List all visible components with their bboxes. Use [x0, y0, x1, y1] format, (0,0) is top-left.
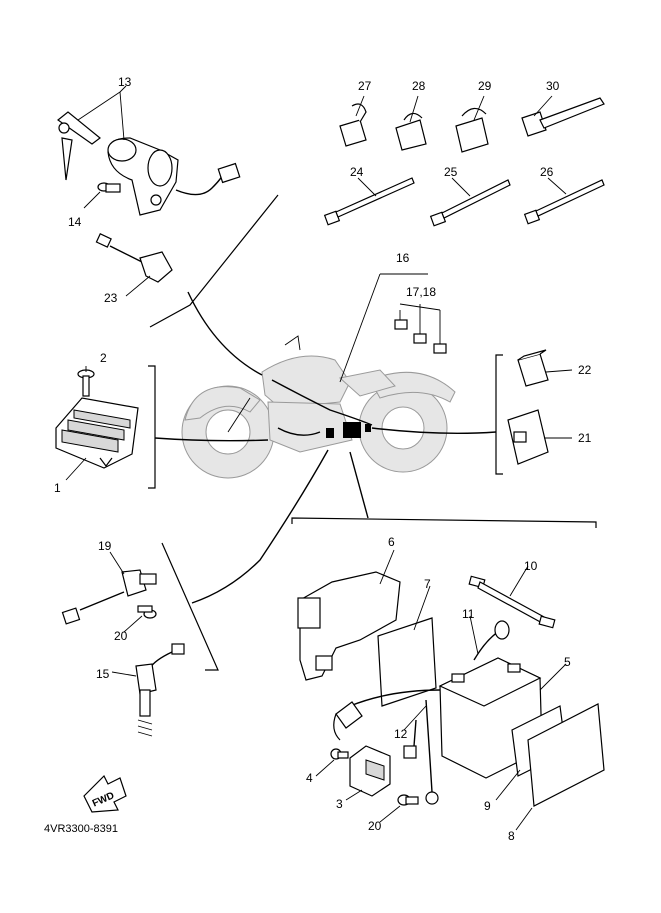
bolt-14	[97, 182, 121, 193]
callout-23: 23	[104, 291, 118, 305]
callout-25: 25	[444, 165, 458, 179]
callout-26: 26	[540, 165, 554, 179]
sensor-19	[61, 569, 157, 625]
connector-block-b	[365, 424, 371, 432]
callout-labels: 13 14 23 2 1 27 28 29 30 24 25 26 16 17,…	[54, 75, 592, 843]
callout-5: 5	[564, 655, 571, 669]
callout-6: 6	[388, 535, 395, 549]
callout-15: 15	[96, 667, 110, 681]
connector-block-a	[326, 428, 334, 438]
bolt-20-lower	[397, 794, 419, 806]
section-leaders	[154, 273, 497, 604]
callout-2: 2	[100, 351, 107, 365]
callout-3: 3	[336, 797, 343, 811]
callout-leaders	[65, 85, 573, 831]
cable-tie-24	[323, 177, 415, 226]
relay-21	[507, 409, 549, 465]
forward-arrow-icon: FWD	[83, 774, 127, 813]
lead-12	[333, 689, 441, 805]
callout-11: 11	[462, 607, 475, 621]
callout-30: 30	[546, 79, 560, 93]
main-switch-assembly	[57, 111, 241, 216]
callout-12: 12	[394, 727, 408, 741]
plate-8	[527, 703, 605, 807]
bracket-relay-group	[495, 354, 503, 475]
callout-27: 27	[358, 79, 372, 93]
callout-8: 8	[508, 829, 515, 843]
clamp-29	[455, 107, 489, 153]
battery-box-6	[297, 571, 401, 681]
relay-3	[349, 745, 391, 797]
callout-29: 29	[478, 79, 492, 93]
lead-11	[473, 620, 510, 661]
bolt-20-upper	[137, 605, 157, 619]
bolt-4	[330, 748, 349, 760]
callout-17-18: 17,18	[406, 285, 436, 299]
callout-28: 28	[412, 79, 426, 93]
fuse-block-16	[394, 303, 447, 354]
callout-16: 16	[396, 251, 410, 265]
cable-tie-25	[429, 179, 511, 227]
callout-20-upper: 20	[114, 629, 128, 643]
part-23	[95, 233, 173, 283]
bracket-ignition-group	[149, 194, 279, 328]
band-10	[468, 575, 556, 629]
callout-20-lower: 20	[368, 819, 382, 833]
callout-19: 19	[98, 539, 112, 553]
callout-21: 21	[578, 431, 592, 445]
callout-1: 1	[54, 481, 61, 495]
callout-14: 14	[68, 215, 82, 229]
sensor-15	[135, 643, 185, 737]
callout-9: 9	[484, 799, 491, 813]
callout-4: 4	[306, 771, 313, 785]
callout-7: 7	[424, 577, 431, 591]
bracket-sensor-group	[161, 542, 219, 671]
bracket-battery-group	[291, 517, 597, 528]
motorcycle-silhouette	[181, 335, 456, 479]
clamp-27	[339, 103, 367, 147]
bolt-2	[77, 369, 95, 397]
relay-22	[517, 349, 549, 387]
rectifier-regulator	[55, 397, 139, 469]
ecu-block	[343, 422, 361, 438]
clamp-28	[395, 112, 427, 151]
cable-tie-26	[523, 179, 605, 225]
bracket-rectifier-group	[148, 365, 156, 489]
clamp-30	[521, 97, 605, 137]
catalog-code: 4VR3300-8391	[44, 823, 118, 835]
callout-13: 13	[118, 75, 132, 89]
cover-7	[377, 617, 437, 707]
callout-22: 22	[578, 363, 592, 377]
callout-10: 10	[524, 559, 538, 573]
callout-24: 24	[350, 165, 364, 179]
